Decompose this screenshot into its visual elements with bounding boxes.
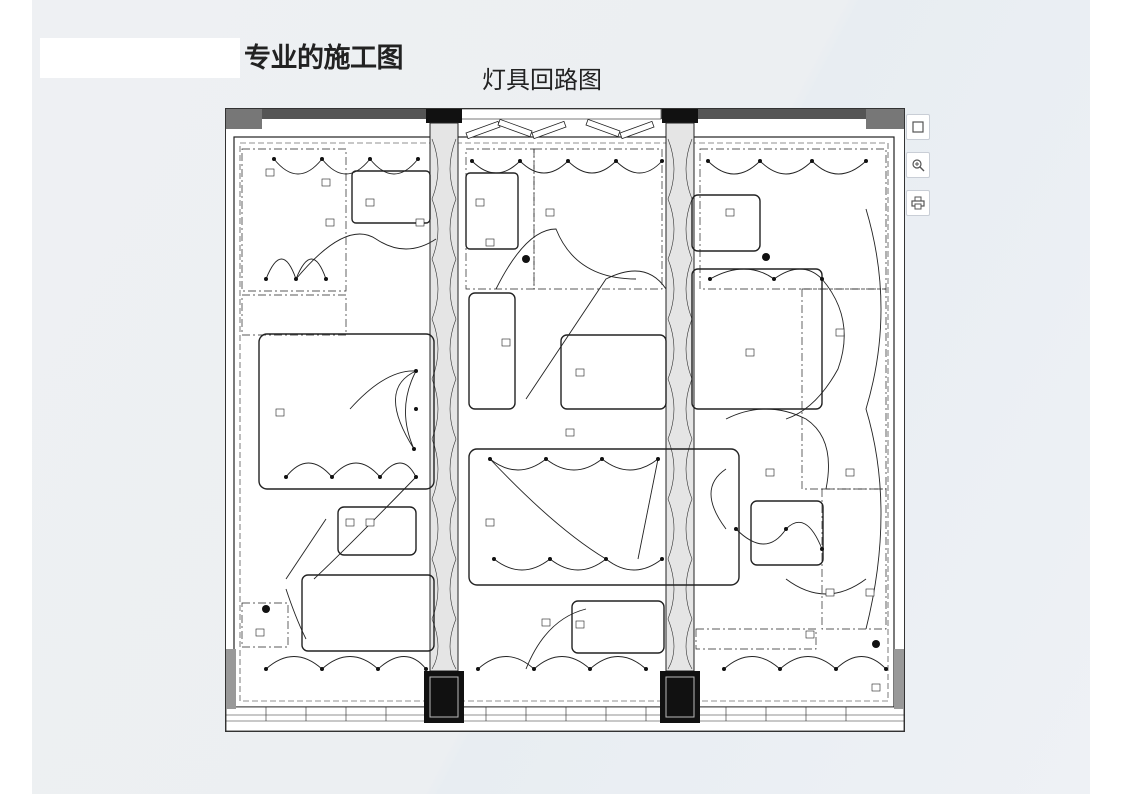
plan-drawing: [226, 109, 904, 731]
corner-block: [894, 649, 904, 709]
light-fixtures: [262, 157, 888, 671]
skylight-slats: [465, 118, 655, 140]
fit-frame-icon: [912, 121, 924, 133]
column-base-right: [660, 671, 700, 723]
bottom-wall-band: [226, 706, 904, 731]
corner-block: [866, 109, 904, 129]
lighting-circuit-plan[interactable]: [225, 108, 905, 732]
zoom-in-icon: [912, 159, 925, 172]
column-top-right: [662, 109, 698, 123]
column-hatching: [431, 138, 693, 670]
zoom-button[interactable]: [906, 152, 930, 178]
drawing-title: 灯具回路图: [482, 66, 602, 94]
viewer-toolbar: [906, 114, 930, 228]
fit-view-button[interactable]: [906, 114, 930, 140]
column-base-left: [424, 671, 464, 723]
corner-block: [226, 649, 236, 709]
column-top-left: [426, 109, 462, 123]
corner-block: [226, 109, 262, 129]
circuit-wiring: [265, 158, 887, 670]
logo-placeholder: [40, 38, 240, 78]
ceiling-outlines: [241, 148, 887, 650]
ceiling-panels: [258, 170, 824, 654]
slide-background: 专业的施工图 灯具回路图: [32, 0, 1090, 794]
printer-icon: [911, 196, 925, 210]
fixture-tags: [255, 168, 881, 692]
inner-wall-line: [239, 142, 889, 702]
window-mullions: [265, 707, 847, 721]
page-heading: 专业的施工图: [244, 43, 404, 74]
print-button[interactable]: [906, 190, 930, 216]
